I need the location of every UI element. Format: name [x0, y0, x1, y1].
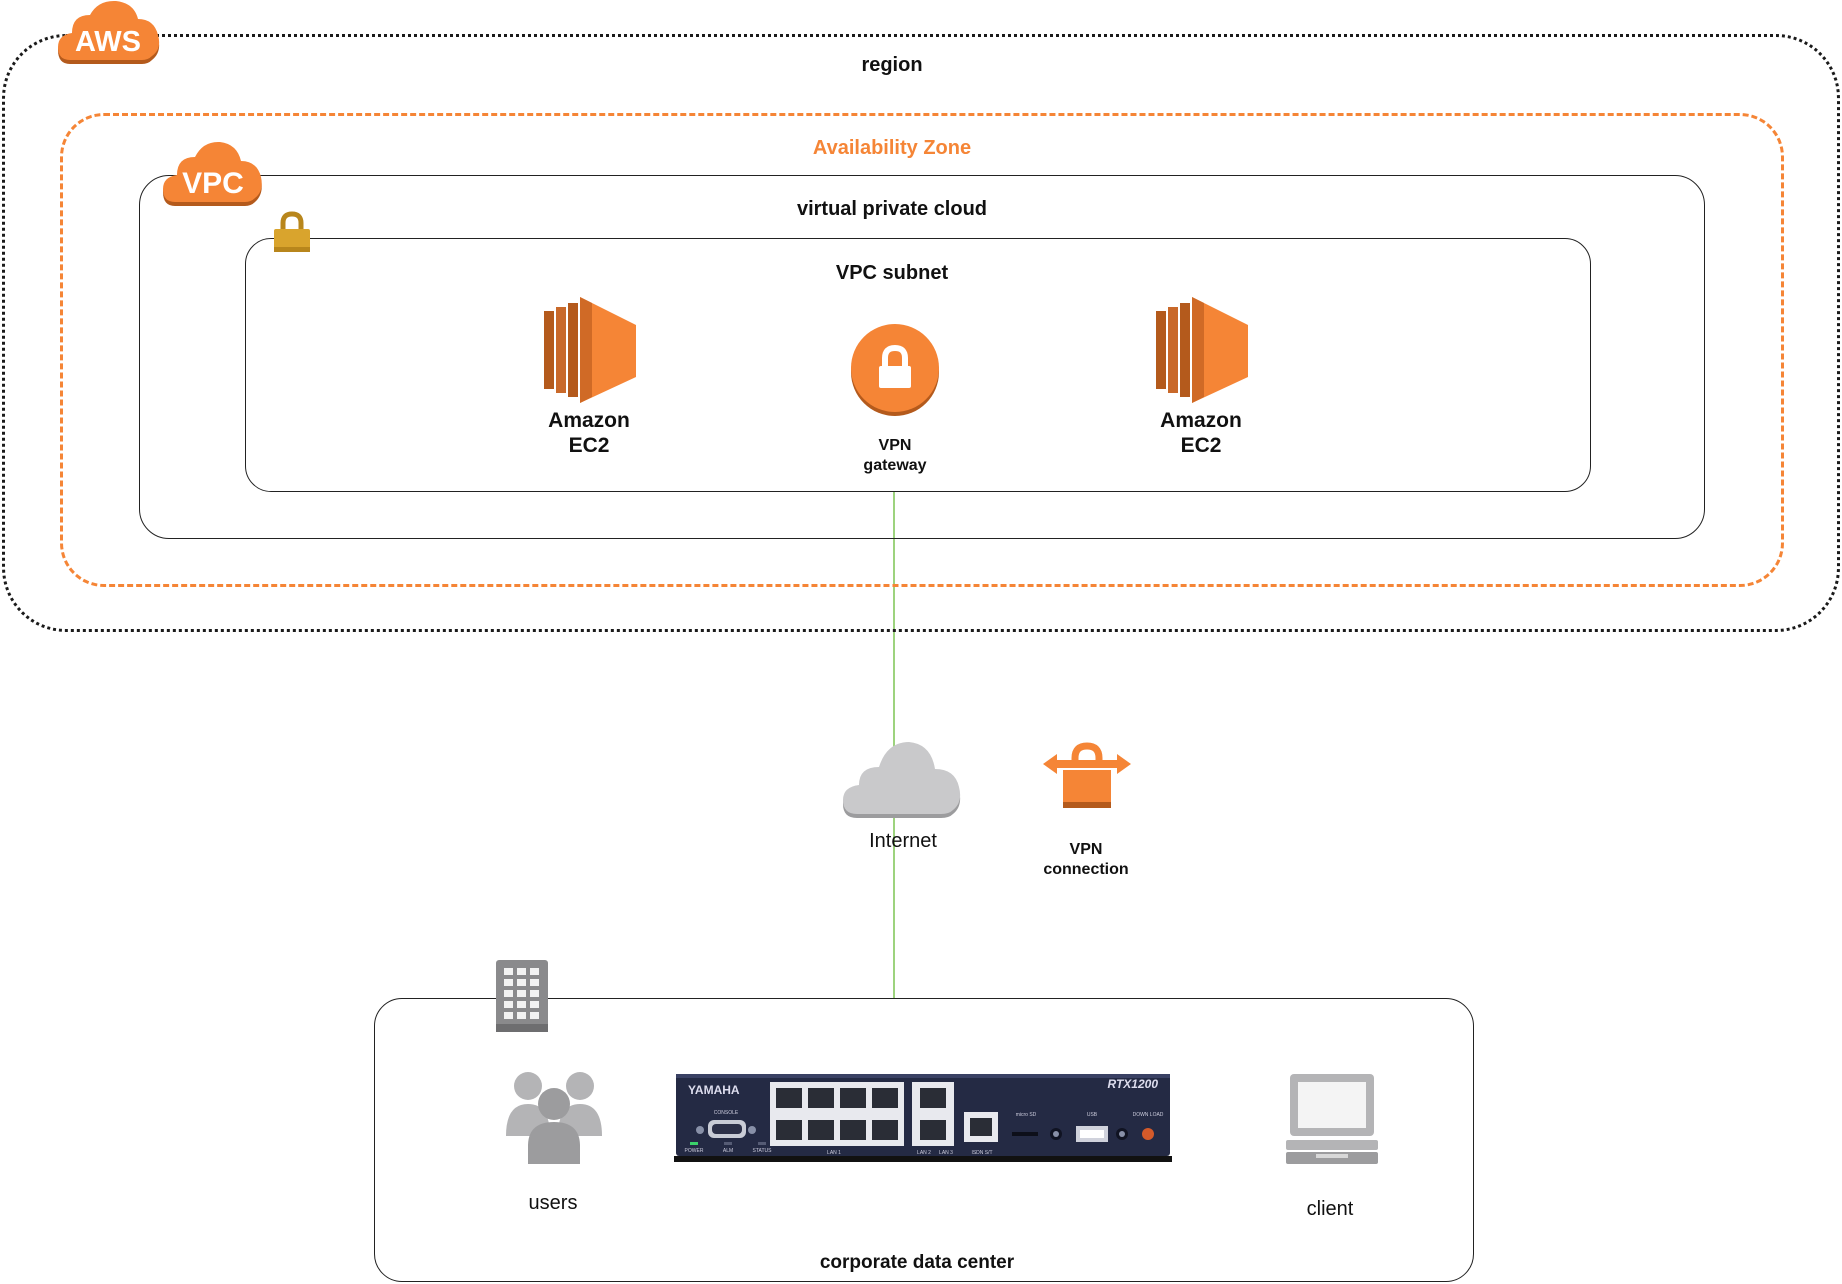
router-status-label: STATUS: [753, 1148, 773, 1154]
router-lan2-label: LAN 2: [917, 1150, 931, 1156]
vpn-gateway-label-line1: VPN: [878, 437, 912, 454]
availability-zone-label: Availability Zone: [812, 137, 972, 159]
client-laptop-icon: [1286, 1074, 1378, 1164]
router-usb-label: USB: [1087, 1112, 1098, 1118]
vpn-connection-label: VPN connection: [1016, 840, 1156, 880]
router-lan1-label: LAN 1: [827, 1150, 841, 1156]
vpn-connection-label-line1: VPN: [1069, 841, 1103, 858]
amazon-ec2-icon: [1156, 297, 1248, 403]
users-icon: [506, 1072, 602, 1164]
office-building-icon: [496, 960, 548, 1032]
router-microsd-label: micro SD: [1016, 1112, 1037, 1118]
ec2-right-label-line2: EC2: [1180, 434, 1222, 457]
router-console-label: CONSOLE: [714, 1110, 739, 1116]
availability-zone-boundary: [60, 113, 1784, 587]
corporate-data-center-label: corporate data center: [819, 1252, 1015, 1273]
region-boundary: [2, 34, 1840, 632]
vpn-connection-icon: [1043, 742, 1131, 808]
vpn-gateway-icon: [851, 324, 939, 416]
ec2-left-label: Amazon EC2: [519, 408, 659, 458]
amazon-ec2-icon: [544, 297, 636, 403]
ec2-right-label-line1: Amazon: [1160, 409, 1242, 432]
ec2-left-label-line2: EC2: [568, 434, 610, 457]
vpc-badge-text: VPC: [182, 167, 244, 200]
vpn-connection-label-line2: connection: [1043, 861, 1129, 878]
vpc-subnet-label: VPC subnet: [835, 262, 949, 284]
yamaha-router-device: YAMAHA RTX1200 CONSOLE POWER ALM STATUS …: [674, 1074, 1172, 1162]
ec2-right-label: Amazon EC2: [1131, 408, 1271, 458]
router-model: RTX1200: [1108, 1077, 1159, 1091]
client-label: client: [1306, 1198, 1354, 1220]
router-download-label: DOWN LOAD: [1133, 1112, 1164, 1118]
router-brand: YAMAHA: [688, 1083, 740, 1097]
region-label: region: [861, 54, 923, 76]
internet-cloud-icon: [843, 742, 961, 818]
vpn-gateway-label: VPN gateway: [825, 436, 965, 476]
users-label: users: [528, 1192, 578, 1214]
subnet-lock-icon: [274, 211, 310, 252]
aws-cloud-icon: AWS: [58, 0, 160, 64]
vpc-label: virtual private cloud: [796, 198, 988, 220]
internet-label: Internet: [869, 830, 937, 852]
vpn-gateway-label-line2: gateway: [863, 457, 927, 474]
ec2-left-label-line1: Amazon: [548, 409, 630, 432]
corporate-data-center-boundary: [374, 998, 1474, 1282]
router-power-label: POWER: [685, 1148, 704, 1154]
aws-badge-text: AWS: [75, 26, 141, 58]
vpc-boundary: [139, 175, 1705, 539]
vpc-cloud-icon: VPC: [163, 141, 262, 206]
vpc-subnet-boundary: [245, 238, 1591, 492]
router-lan3-label: LAN 3: [939, 1150, 953, 1156]
router-alm-label: ALM: [723, 1148, 733, 1154]
router-isdn-label: ISDN S/T: [971, 1150, 992, 1156]
